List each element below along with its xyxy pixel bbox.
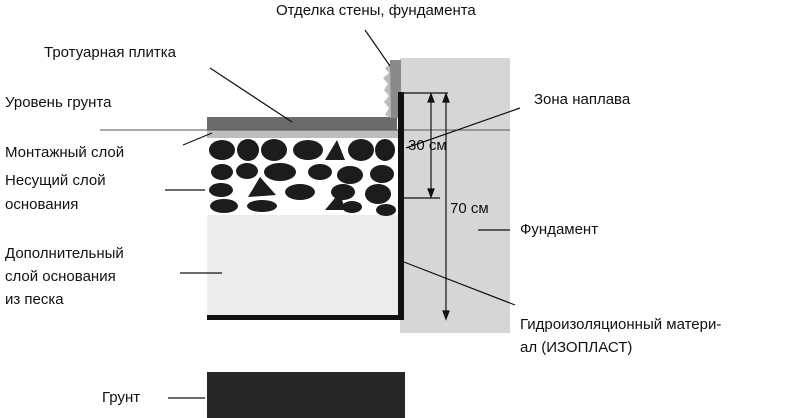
mounting-layer [207,130,400,138]
label-fusion-zone: Зона наплава [534,91,631,108]
label-sand-1: Дополнительный [5,245,124,262]
label-paving-tile: Тротуарная плитка [44,44,177,61]
label-waterproof-2: ал (ИЗОПЛАСТ) [520,339,633,356]
foundation-block [400,58,510,333]
wall-finish [390,60,401,118]
label-foundation: Фундамент [520,221,599,238]
label-bearing-base-2: основания [5,196,79,213]
label-ground-level: Уровень грунта [5,94,112,111]
leader-lines [165,29,521,399]
dimension-70cm: 70 см [450,200,489,217]
dimension-lines [404,92,450,321]
label-waterproof-1: Гидроизоляционный матери- [520,316,722,333]
dimension-30cm: 30 см [408,137,447,154]
label-bearing-base-1: Несущий слой [5,172,106,189]
label-sand-2: слой основания [5,268,116,285]
label-wall-finish: Отделка стены, фундамента [276,2,476,19]
label-mounting-layer: Монтажный слой [5,144,125,161]
stones [209,139,396,216]
paving-tile [207,117,397,130]
sand-layer [207,215,400,319]
waterproofing-bottom [207,315,404,320]
soil-block [207,372,405,418]
label-sand-3: из песка [5,291,64,308]
label-soil: Грунт [102,389,141,406]
wall-finish-texture [383,64,391,118]
waterproofing [398,92,404,320]
